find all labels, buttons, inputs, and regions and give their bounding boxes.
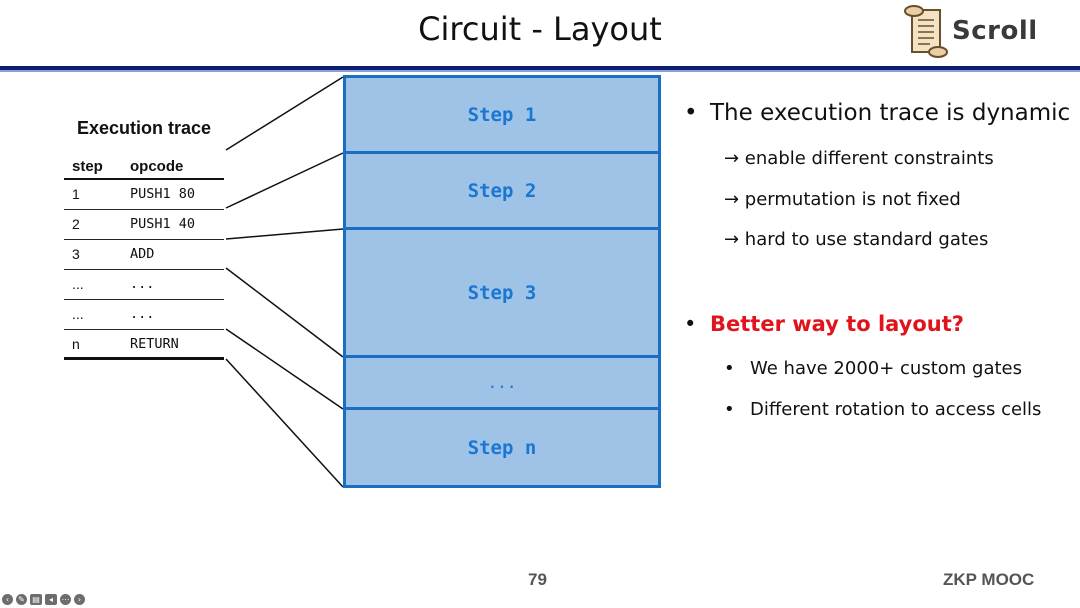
pen-icon[interactable]: ✎ [16, 594, 27, 605]
table-row: 1 PUSH1 80 [64, 180, 224, 210]
row-step: 3 [72, 246, 80, 262]
back-icon[interactable]: ‹ [2, 594, 13, 605]
page-number: 79 [528, 570, 547, 589]
trace-header-row: step opcode [64, 152, 224, 180]
table-row: n RETURN [64, 330, 224, 360]
row-opcode: RETURN [130, 336, 179, 352]
footer-course-tag: ZKP MOOC [943, 570, 1035, 589]
bullet-glyph: • [684, 312, 697, 336]
circuit-cell: ... [346, 358, 658, 410]
sub-bullet-text: We have 2000+ custom gates [750, 358, 1023, 379]
forward-icon[interactable]: › [74, 594, 85, 605]
header-rule-accent [0, 70, 1080, 72]
sub-bullet-text: Different rotation to access cells [750, 399, 1042, 420]
row-step: 1 [72, 186, 80, 202]
connector-line [225, 328, 344, 410]
row-opcode: ... [130, 276, 155, 292]
scroll-logo-icon [904, 5, 948, 58]
circuit-cell: Step 1 [346, 78, 658, 154]
connector-line [225, 228, 344, 240]
bullet-main-text: The execution trace is dynamic [710, 100, 1071, 126]
table-row: ... ... [64, 270, 224, 300]
trace-title: Execution trace [76, 118, 212, 138]
circuit-cell: Step 2 [346, 154, 658, 230]
captions-icon[interactable]: ▤ [30, 594, 42, 605]
circuit-cell: Step 3 [346, 230, 658, 358]
more-icon[interactable]: ⋯ [60, 594, 71, 605]
header-rule [0, 66, 1080, 70]
scroll-logo: Scroll [902, 4, 1042, 60]
bullet-glyph: • [724, 358, 735, 379]
bullet-main: • The execution trace is dynamic [684, 100, 1070, 126]
circuit-layout: Step 1 Step 2 Step 3 ... Step n [343, 75, 661, 488]
table-row: ... ... [64, 300, 224, 330]
bullet-question-text: Better way to layout? [710, 312, 964, 336]
sub-bullet: • We have 2000+ custom gates [724, 358, 1022, 379]
row-opcode: PUSH1 80 [130, 186, 196, 202]
row-step: 2 [72, 216, 80, 232]
slide-controls: ‹ ✎ ▤ ◂ ⋯ › [2, 594, 85, 605]
connector-line [225, 152, 344, 209]
bullet-question: • Better way to layout? [684, 312, 964, 336]
row-step: ... [72, 276, 84, 292]
bullet-glyph: • [724, 399, 735, 420]
logo-text: Scroll [952, 16, 1038, 46]
volume-icon[interactable]: ◂ [45, 594, 57, 605]
row-opcode: PUSH1 40 [130, 216, 196, 232]
row-step: ... [72, 306, 84, 322]
connector-line [225, 267, 344, 358]
sub-bullet: → permutation is not fixed [724, 189, 961, 210]
table-row: 3 ADD [64, 240, 224, 270]
bullet-glyph: • [684, 100, 698, 126]
connector-line [225, 76, 344, 151]
header-step: step [72, 158, 103, 175]
slide-title: Circuit - Layout [418, 10, 662, 48]
sub-bullet: → enable different constraints [724, 148, 994, 169]
sub-bullet: → hard to use standard gates [724, 229, 989, 250]
row-step: n [72, 336, 80, 352]
sub-bullet: • Different rotation to access cells [724, 399, 1041, 420]
execution-trace-table: Execution trace step opcode 1 PUSH1 80 2… [64, 118, 224, 360]
row-opcode: ADD [130, 246, 155, 262]
connector-line [225, 358, 344, 488]
circuit-cell: Step n [467, 436, 537, 459]
table-row: 2 PUSH1 40 [64, 210, 224, 240]
header-opcode: opcode [130, 158, 184, 175]
row-opcode: ... [130, 306, 155, 322]
